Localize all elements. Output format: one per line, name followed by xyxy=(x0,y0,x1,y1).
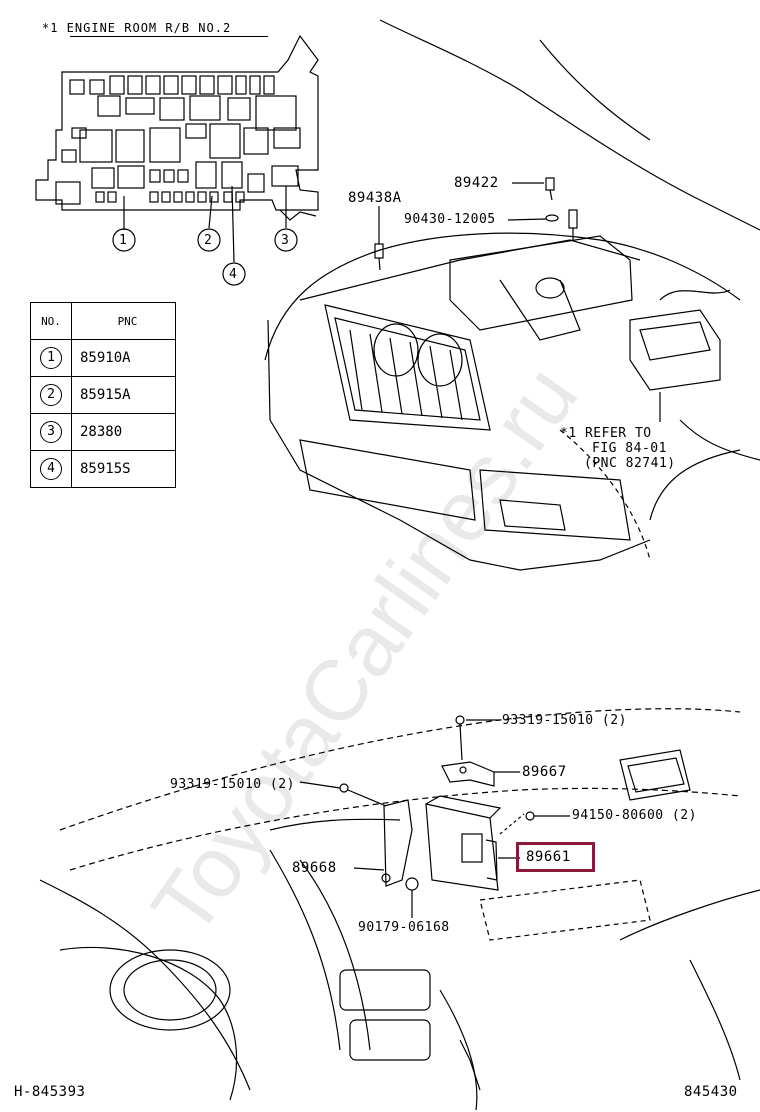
label-89668[interactable]: 89668 xyxy=(292,860,337,876)
highlight-box-89661 xyxy=(516,842,595,872)
refer-note-line2: FIG 84-01 xyxy=(592,441,667,456)
inset-title: *1 ENGINE ROOM R/B NO.2 xyxy=(42,21,232,35)
row-number: 2 xyxy=(40,384,62,406)
marker-3: 3 xyxy=(281,233,290,248)
label-94150-80600[interactable]: 94150-80600 (2) xyxy=(572,808,697,823)
label-90430-12005[interactable]: 90430-12005 xyxy=(404,212,496,227)
refer-note-line3: (PNC 82741) xyxy=(584,456,676,471)
label-90179-06168[interactable]: 90179-06168 xyxy=(358,920,450,935)
row-pnc: 85910A xyxy=(71,339,176,377)
table-row: 1 85910A xyxy=(30,339,176,377)
table-row: 3 28380 xyxy=(30,413,176,451)
pnc-table: NO. PNC 1 85910A 2 85915A 3 28380 4 8591… xyxy=(30,302,176,488)
table-row: 2 85915A xyxy=(30,376,176,414)
label-89438a[interactable]: 89438A xyxy=(348,190,402,206)
marker-2: 2 xyxy=(204,233,213,248)
inset-title-underline xyxy=(70,36,268,37)
marker-1: 1 xyxy=(119,233,128,248)
label-89422[interactable]: 89422 xyxy=(454,175,499,191)
footer-right-code: 845430 xyxy=(684,1084,738,1100)
row-pnc: 85915S xyxy=(71,450,176,488)
label-89667[interactable]: 89667 xyxy=(522,764,567,780)
relay-block-drawing xyxy=(35,34,319,286)
footer-left-code: H-845393 xyxy=(14,1084,86,1100)
row-pnc: 28380 xyxy=(71,413,176,451)
dashboard-drawing xyxy=(39,708,760,1111)
row-pnc: 85915A xyxy=(71,376,176,414)
row-number: 4 xyxy=(40,458,62,480)
label-93319-15010-top[interactable]: 93319-15010 (2) xyxy=(502,713,627,728)
row-number: 1 xyxy=(40,347,62,369)
pnc-table-header: NO. PNC xyxy=(30,302,176,340)
label-89661[interactable]: 89661 xyxy=(526,849,571,865)
refer-note-line1: *1 REFER TO xyxy=(560,426,652,441)
label-93319-15010-left[interactable]: 93319-15010 (2) xyxy=(170,777,295,792)
table-row: 4 85915S xyxy=(30,450,176,488)
marker-4: 4 xyxy=(229,267,238,282)
row-number: 3 xyxy=(40,421,62,443)
engine-bay-drawing xyxy=(264,19,760,571)
header-no: NO. xyxy=(30,302,72,340)
header-pnc: PNC xyxy=(71,302,176,340)
